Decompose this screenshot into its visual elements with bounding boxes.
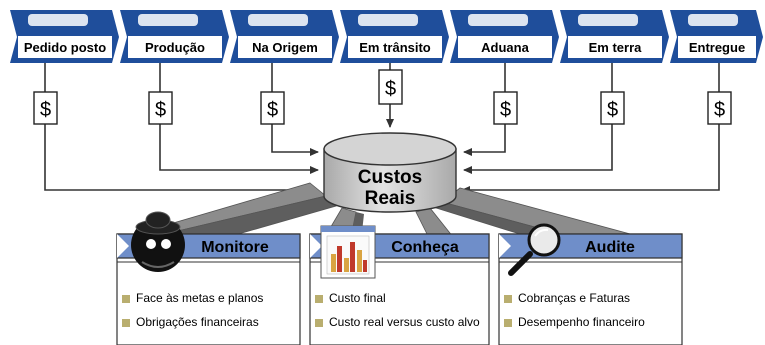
bullet-item: Custo final [313,291,485,306]
dollar-box: $ [148,91,173,125]
bullet-item: Desempenho financeiro [502,315,680,330]
panel-title: Monitore [201,239,269,256]
bullet-item: Custo real versus custo alvo [313,315,485,330]
bullet-item: Obrigações financeiras [120,315,298,330]
dollar-box: $ [493,91,518,125]
panel-conheca-bullets: Custo final Custo real versus custo alvo [313,291,485,330]
stage-label: Aduana [481,40,529,55]
dollar-box: $ [378,69,403,105]
panel-title: Conheça [391,239,459,256]
cost-connectors [44,63,720,194]
panel-title: Audite [585,239,635,256]
actual-costs-cylinder: Custos Reais [323,132,457,213]
stage-banner-2: Produção [120,10,229,63]
magnifier-icon [508,223,561,276]
spy-icon [131,211,185,272]
report-chart-icon [320,225,376,279]
dollar-icon: $ [714,99,725,121]
dollar-icon: $ [155,99,166,121]
panel-audite-bullets: Cobranças e Faturas Desempenho financeir… [502,291,680,340]
stage-label: Entregue [689,40,745,55]
panel-monitore-bullets: Face às metas e planos Obrigações financ… [120,291,298,340]
stage-label: Em trânsito [359,40,431,55]
panel-audite: Audite [498,223,683,345]
panel-monitore: Monitore [116,211,301,345]
stage-banner-6: Em terra [560,10,669,63]
dollar-icon: $ [385,78,396,100]
cylinder-title-line1: Custos [358,167,422,188]
stage-label: Na Origem [252,40,318,55]
stage-banner-7: Entregue [670,10,763,63]
dollar-icon: $ [607,99,618,121]
dollar-icon: $ [40,99,51,121]
stage-banner-5: Aduana [450,10,559,63]
dollar-icon: $ [500,99,511,121]
bullet-item: Face às metas e planos [120,291,298,306]
stage-banner-3: Na Origem [230,10,339,63]
dollar-box: $ [260,91,285,125]
stage-label: Pedido posto [24,40,106,55]
cylinder-title-line2: Reais [365,188,416,209]
panel-conheca: Conheça [309,225,490,345]
stage-label: Produção [145,40,205,55]
dollar-box: $ [600,91,625,125]
stage-banner-1: Pedido posto [10,10,119,63]
dollar-box: $ [33,91,58,125]
stage-banner-4: Em trânsito [340,10,449,63]
bullet-item: Cobranças e Faturas [502,291,680,306]
stage-label: Em terra [589,40,643,55]
stage-banner-row: Pedido posto Produção Na Origem Em trâns… [10,10,763,63]
dollar-icon: $ [267,99,278,121]
dollar-box: $ [707,91,732,125]
dollar-boxes: $ $ $ $ $ $ $ [33,69,732,125]
